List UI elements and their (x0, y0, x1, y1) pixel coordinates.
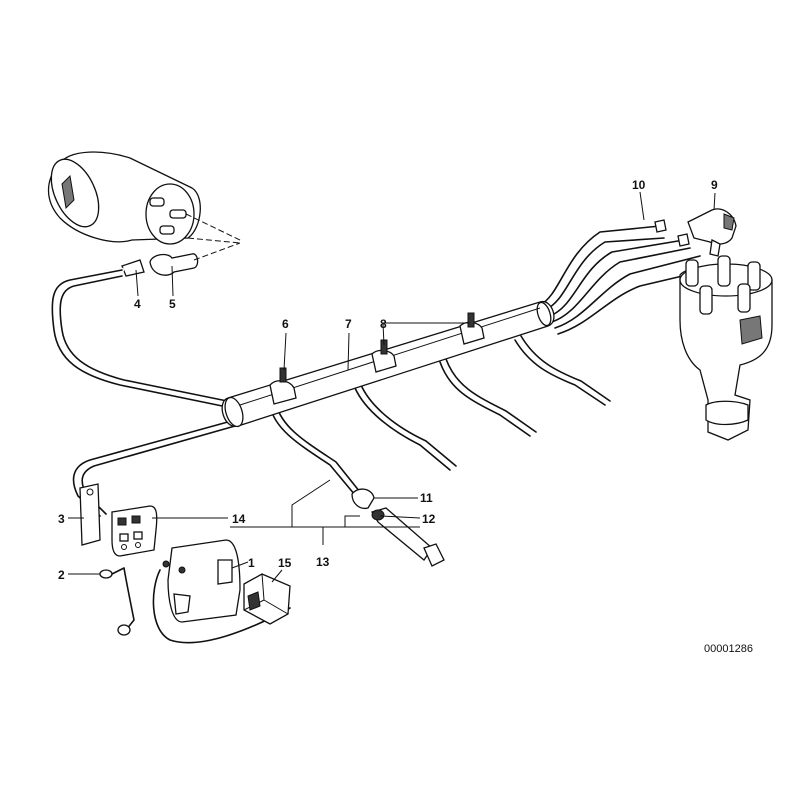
callout-15: 15 (278, 556, 292, 570)
coil-connectors (121, 242, 241, 277)
spark-plug-cap (687, 208, 737, 257)
callouts: 1 2 3 4 5 6 7 8 9 10 11 12 13 14 15 (58, 178, 718, 582)
callout-4: 4 (134, 297, 141, 311)
reference-number: 00001286 (704, 643, 753, 655)
plug-lead-end (351, 488, 445, 567)
ignition-coil (47, 151, 243, 245)
distributor (679, 255, 773, 441)
callout-6: 6 (282, 317, 289, 331)
callout-14: 14 (232, 512, 246, 526)
callout-1: 1 (248, 556, 255, 570)
callout-13: 13 (316, 555, 330, 569)
callout-8: 8 (380, 317, 387, 331)
callout-12: 12 (422, 512, 436, 526)
spring-clip (99, 567, 135, 636)
callout-9: 9 (711, 178, 718, 192)
bracket-and-connector (79, 483, 158, 557)
callout-2: 2 (58, 568, 65, 582)
callout-11: 11 (420, 491, 433, 505)
harness-clips (269, 312, 485, 405)
leader-lines (68, 191, 716, 583)
callout-10: 10 (632, 178, 646, 192)
relay (243, 573, 291, 625)
control-unit (152, 539, 291, 644)
callout-7: 7 (345, 317, 352, 331)
callout-3: 3 (58, 512, 65, 526)
callout-5: 5 (169, 297, 176, 311)
